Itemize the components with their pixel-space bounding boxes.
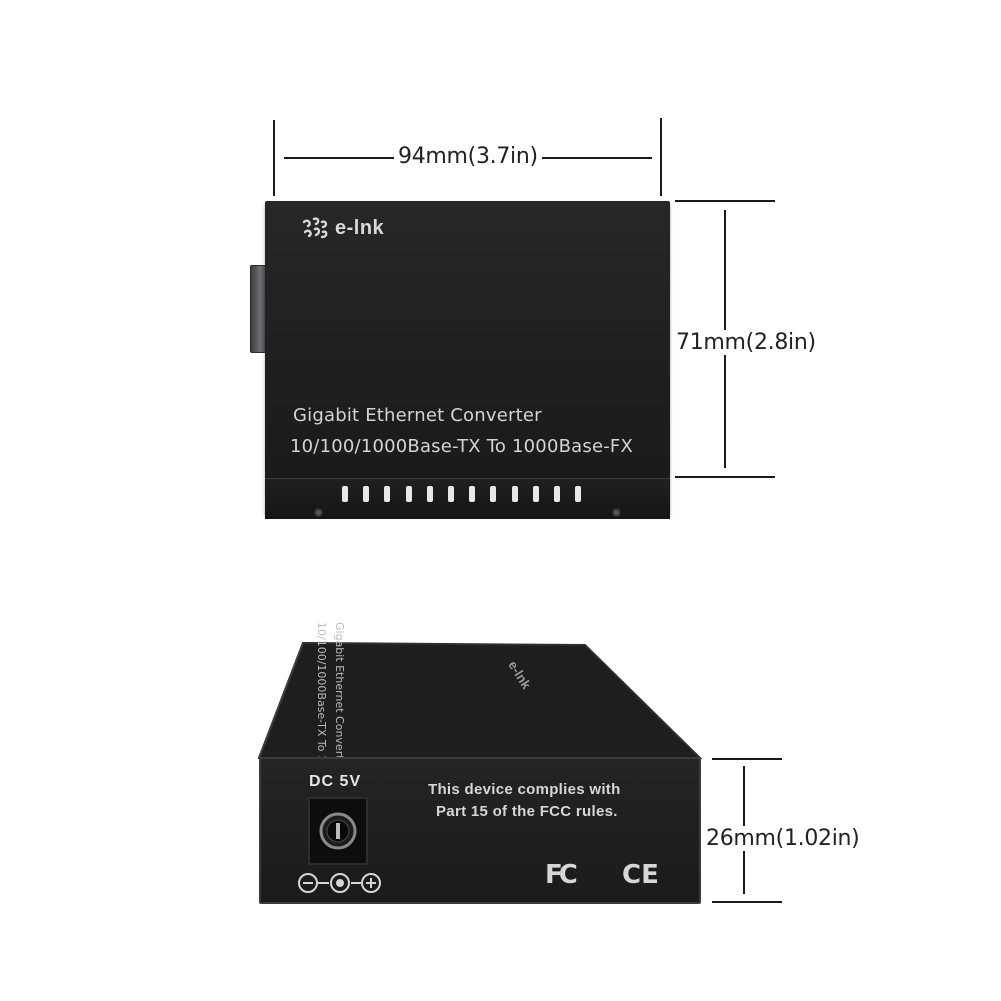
depth-dim-top-tick — [712, 758, 782, 760]
fcc-logo: FC — [545, 860, 578, 890]
vent-slot — [426, 486, 433, 502]
vent-slot — [405, 486, 412, 502]
dc-polarity-icon — [298, 873, 381, 893]
vent-slot — [384, 486, 391, 502]
product-subtitle: 10/100/1000Base-TX To 1000Base-FX — [290, 436, 634, 457]
converter-top-view — [265, 201, 670, 515]
vent-slot — [490, 486, 497, 502]
compliance-line-2: Part 15 of the FCC rules. — [436, 803, 618, 820]
dc-power-label: DC 5V — [309, 773, 362, 790]
width-dim-right-tick — [660, 118, 662, 196]
brand-name: e-lnk — [335, 216, 385, 239]
vent-slot — [448, 486, 454, 502]
vent-slot — [575, 486, 582, 502]
depth-dimension-label: 26mm(1.02in) — [702, 826, 864, 851]
screw-right — [612, 508, 621, 517]
width-dim-left-tick — [273, 120, 275, 196]
vent-slot — [554, 486, 560, 502]
vent-slot — [363, 486, 370, 502]
height-dimension-label: 71mm(2.8in) — [672, 330, 820, 355]
converter-front-edge — [265, 478, 670, 519]
dc-power-jack — [308, 797, 368, 865]
compliance-line-1: This device complies with — [428, 781, 621, 798]
height-dim-bottom-tick — [675, 476, 775, 478]
width-dimension-label: 94mm(3.7in) — [394, 144, 542, 169]
dc-jack-socket-icon — [319, 812, 357, 850]
depth-dim-bottom-tick — [712, 901, 782, 903]
vent-slot — [469, 486, 476, 502]
vent-slot — [511, 486, 518, 502]
ce-logo: CE — [622, 860, 659, 890]
vent-slot — [342, 486, 348, 502]
brand-swirl-icon — [302, 217, 328, 239]
screw-left — [314, 508, 323, 517]
vent-slot — [532, 486, 539, 502]
height-dim-top-tick — [675, 200, 775, 202]
brand-logo: e-lnk — [300, 216, 384, 240]
product-title: Gigabit Ethernet Converter — [293, 405, 542, 426]
